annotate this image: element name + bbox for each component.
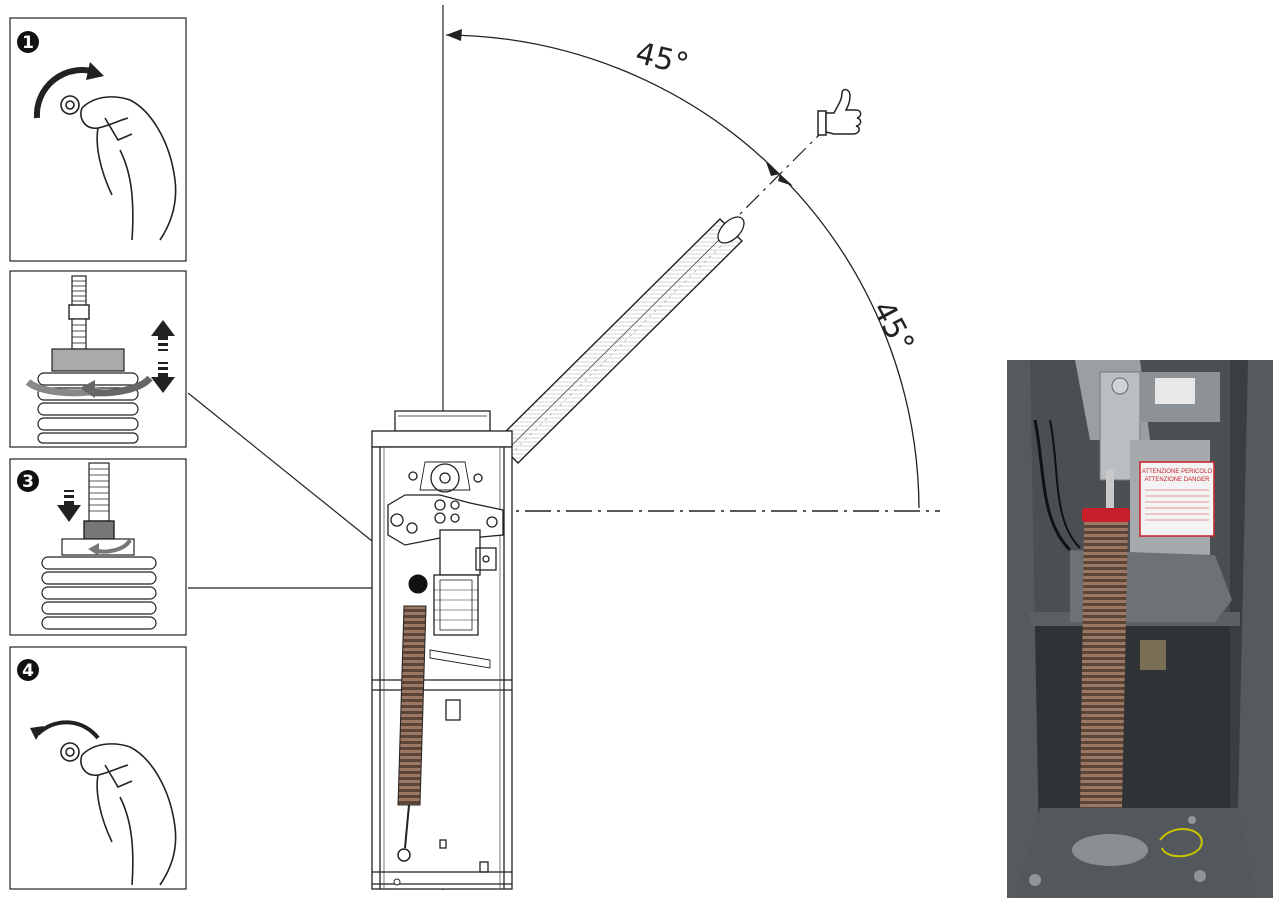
angle-label-upper: 45° <box>632 36 692 83</box>
barrier-cabinet <box>371 410 513 890</box>
step-number: 3 <box>22 472 34 492</box>
step-panel-4: 4 <box>9 646 187 890</box>
thumbs-up-icon <box>817 88 862 136</box>
step-panel-2 <box>9 270 187 448</box>
step-number: 1 <box>22 33 34 53</box>
nut-tighten-icon <box>41 462 157 630</box>
step-number-badge <box>17 470 39 492</box>
adjustment-point-marker <box>405 571 431 597</box>
lock-key-icon <box>30 720 177 886</box>
step-panel-3: 3 <box>9 458 187 636</box>
angle-label-lower: 45° <box>865 295 921 358</box>
angle-arc <box>445 34 920 509</box>
barrier-spring <box>393 605 427 886</box>
step-number-badge <box>17 659 39 681</box>
boom-arm <box>495 216 745 464</box>
warning-label-line2: ATTENZIONE DANGER <box>1145 477 1211 483</box>
spring-adjust-icon <box>25 275 175 444</box>
barrier-interior-photo: ATTENZIONE PERICOLO ATTENZIONE DANGER <box>1007 360 1273 898</box>
step-number: 4 <box>22 661 34 681</box>
warning-label-line1: ATTENZIONE PERICOLO <box>1142 469 1213 475</box>
angle-arrowheads <box>446 29 793 186</box>
unlock-key-icon <box>33 62 177 241</box>
step-number-badge <box>17 31 39 53</box>
step-panel-1: 1 <box>9 17 187 262</box>
